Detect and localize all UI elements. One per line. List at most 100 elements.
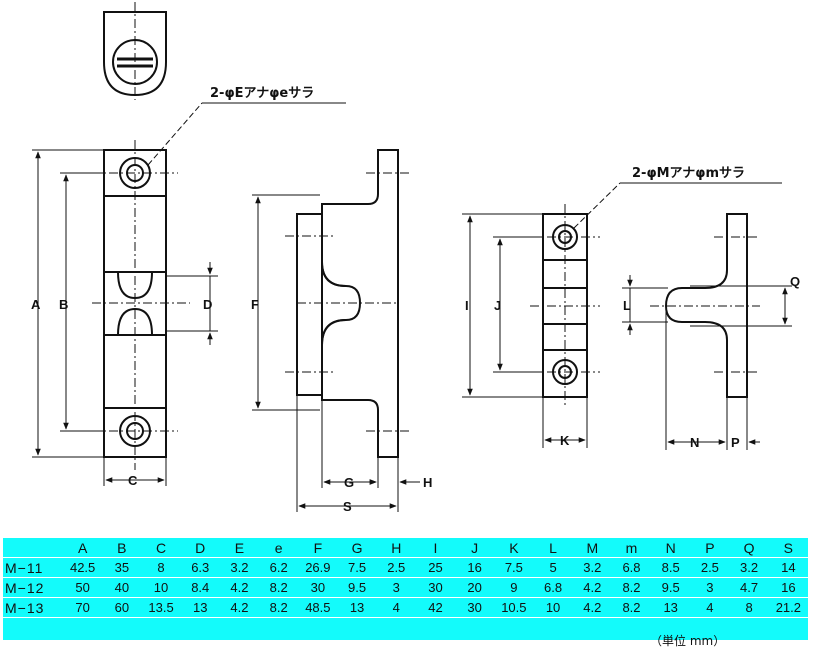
table-cell: 20 — [455, 577, 495, 598]
table-cell: 10 — [141, 577, 181, 598]
table-cell: 6.8 — [533, 577, 573, 598]
dims-side — [252, 194, 420, 512]
dims-small-side — [622, 275, 792, 450]
table-cell: 6.3 — [180, 557, 220, 578]
table-cell: 70 — [63, 597, 103, 618]
table-cell: 40 — [102, 577, 142, 598]
table-cell: 16 — [768, 577, 808, 598]
table-cell: 9.5 — [651, 577, 691, 598]
table-cell: 3.2 — [572, 557, 612, 578]
dim-label-c: C — [128, 473, 138, 488]
side-view-large — [285, 149, 410, 458]
column-header: m — [611, 538, 652, 558]
column-header: S — [768, 538, 808, 558]
column-header: B — [102, 538, 142, 558]
column-header: C — [141, 538, 181, 558]
table-cell: 35 — [102, 557, 142, 578]
table-cell: 10.5 — [494, 597, 534, 618]
table-cell: 26.9 — [298, 557, 338, 578]
dim-label-j: J — [494, 298, 501, 313]
table-cell: 16 — [455, 557, 495, 578]
table-cell: 8.4 — [180, 577, 220, 598]
table-cell: 30 — [455, 597, 495, 618]
top-view — [103, 2, 167, 100]
table-cell: 30 — [298, 577, 338, 598]
table-cell: 25 — [415, 557, 456, 578]
table-cell: 6.8 — [611, 557, 652, 578]
dim-label-i: I — [465, 298, 469, 313]
table-cell: 8.2 — [259, 597, 299, 618]
side-view-small — [650, 213, 760, 398]
table-row: M−11 42.5 35 8 6.3 3.2 6.2 26.9 7.5 2.5 … — [3, 557, 808, 578]
table-cell: 5 — [533, 557, 573, 578]
table-cell: 8 — [141, 557, 181, 578]
column-header: e — [259, 538, 299, 558]
dims-small-front — [462, 213, 588, 448]
table-cell: 8.2 — [611, 577, 652, 598]
table-cell: 3 — [376, 577, 416, 598]
front-view-large — [92, 140, 190, 470]
table-cell: 9.5 — [337, 577, 377, 598]
row-model: M−12 — [3, 577, 64, 598]
table-cell: 7.5 — [337, 557, 377, 578]
dim-label-d: D — [203, 297, 212, 312]
table-cell: 21.2 — [768, 597, 808, 618]
table-cell: 3.2 — [219, 557, 260, 578]
table-cell: 3.2 — [729, 557, 769, 578]
dim-label-p: P — [731, 435, 740, 450]
table-cell: 7.5 — [494, 557, 534, 578]
technical-drawing: 2-φEアナφeサラ 2-φMアナφmサラ A B C D F G H S I … — [31, 2, 800, 514]
dim-label-g: G — [344, 475, 354, 490]
dim-label-h: H — [423, 475, 432, 490]
table-cell: 13 — [651, 597, 691, 618]
column-header: Q — [729, 538, 769, 558]
table-cell: 50 — [63, 577, 103, 598]
table-cell: 8.2 — [259, 577, 299, 598]
callout-hole-e: 2-φEアナφeサラ — [210, 86, 314, 101]
table-cell: 48.5 — [298, 597, 338, 618]
table-cell: 4.2 — [572, 577, 612, 598]
table-cell: 8.5 — [651, 557, 691, 578]
dim-label-f: F — [251, 297, 259, 312]
column-header: A — [63, 538, 103, 558]
table-cell: 2.5 — [690, 557, 730, 578]
column-header: N — [651, 538, 691, 558]
row-model: M−11 — [3, 557, 64, 578]
front-view-small — [530, 204, 600, 407]
table-cell: 4 — [376, 597, 416, 618]
table-cell: 9 — [494, 577, 534, 598]
dims-left — [32, 149, 218, 486]
callout-hole-m: 2-φMアナφmサラ — [632, 166, 745, 181]
dim-label-k: K — [560, 433, 570, 448]
table-header-row: A B C D E e F G H I J K L M m N P Q S — [3, 538, 808, 558]
dim-label-b: B — [59, 297, 68, 312]
column-header: I — [415, 538, 456, 558]
column-header: D — [180, 538, 220, 558]
dim-label-s: S — [343, 499, 352, 514]
table-cell: 13.5 — [141, 597, 181, 618]
table-cell: 8 — [729, 597, 769, 618]
table-cell: 42.5 — [63, 557, 103, 578]
column-header: K — [494, 538, 534, 558]
table-corner-cell — [3, 538, 64, 558]
table-row: M−13 70 60 13.5 13 4.2 8.2 48.5 13 4 42 … — [3, 597, 808, 618]
column-header: J — [455, 538, 495, 558]
table-cell: 3 — [690, 577, 730, 598]
table-cell: 4.2 — [219, 577, 260, 598]
table-cell: 30 — [415, 577, 456, 598]
table-cell: 13 — [337, 597, 377, 618]
column-header: G — [337, 538, 377, 558]
row-model: M−13 — [3, 597, 64, 618]
table-cell: 14 — [768, 557, 808, 578]
table-cell: 4 — [690, 597, 730, 618]
dimension-table: A B C D E e F G H I J K L M m N P Q S M−… — [3, 538, 808, 640]
dim-label-q: Q — [790, 274, 800, 289]
table-cell: 8.2 — [611, 597, 652, 618]
dim-label-n: N — [690, 435, 699, 450]
column-header: H — [376, 538, 416, 558]
column-header: M — [572, 538, 612, 558]
column-header: F — [298, 538, 338, 558]
dim-label-l: L — [623, 298, 631, 313]
table-cell: 2.5 — [376, 557, 416, 578]
table-cell: 60 — [102, 597, 142, 618]
